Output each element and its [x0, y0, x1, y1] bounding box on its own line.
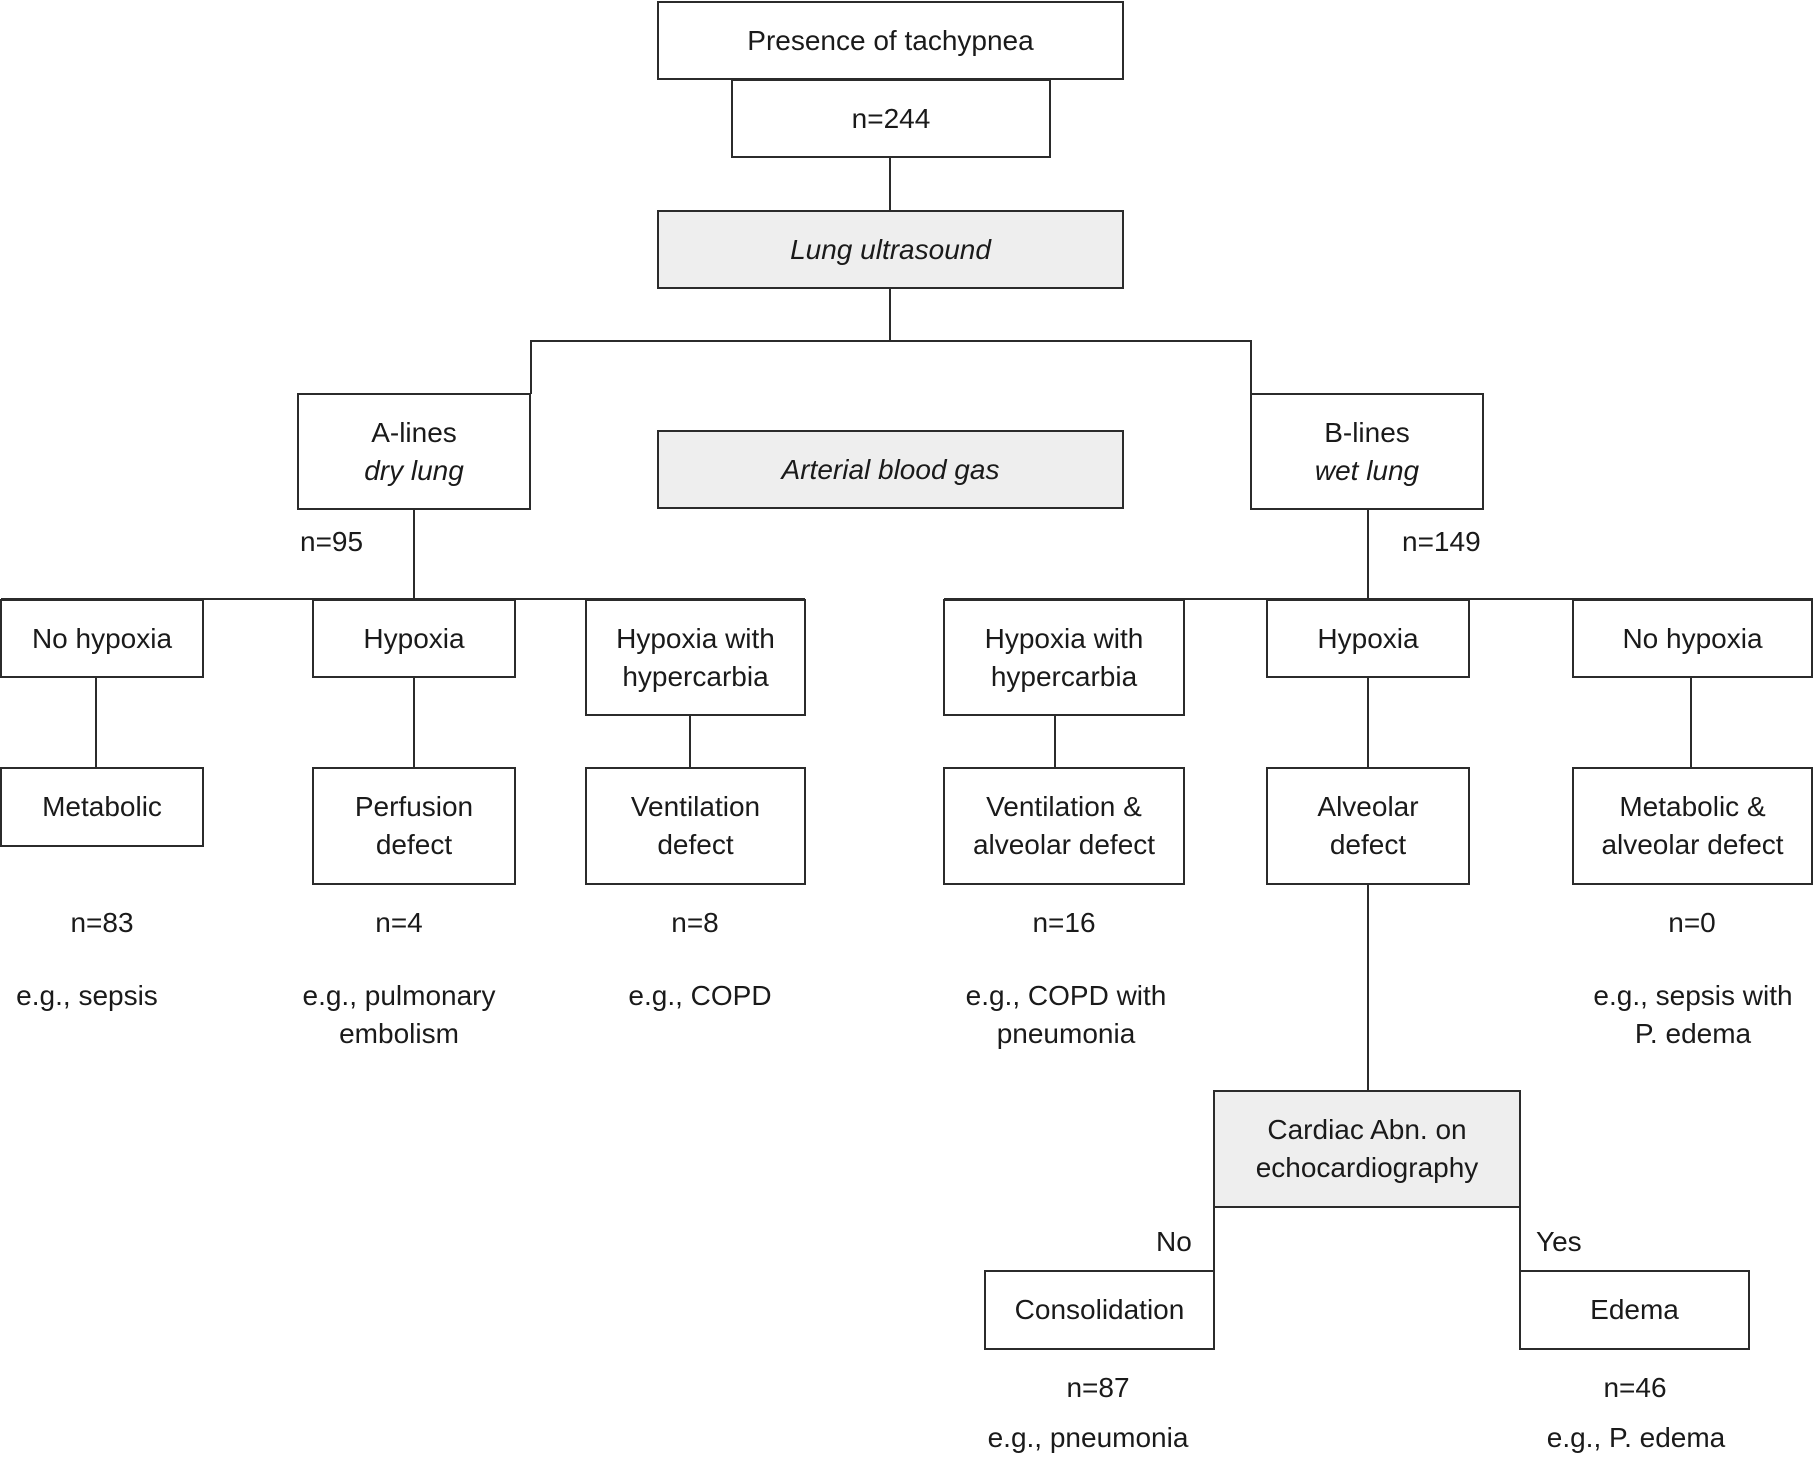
consolidation-box: Consolidation [984, 1270, 1215, 1350]
example-line1: e.g., pulmonary [302, 980, 496, 1011]
example-metabolic: e.g., sepsis [16, 977, 158, 1015]
defect-label-line1: Perfusion [354, 791, 474, 822]
state-hypercarbia-dry: Hypoxia with hypercarbia [585, 599, 806, 716]
count-ventilation: n=8 [671, 907, 719, 938]
b-lines-label: B-lines [1324, 416, 1410, 448]
defect-label-line2: defect [1329, 829, 1407, 860]
connector-split-dry-wet [530, 340, 1252, 394]
example-edema: e.g., P. edema [1546, 1422, 1726, 1453]
b-lines-box: B-lines wet lung [1250, 393, 1484, 510]
example-ventilation: e.g., COPD [628, 977, 771, 1015]
example-ventilation-alveolar: e.g., COPD with pneumonia [966, 977, 1167, 1053]
lung-ultrasound-box: Lung ultrasound [657, 210, 1124, 289]
state-label-line2: hypercarbia [622, 660, 769, 692]
defect-metabolic-alveolar: Metabolic & alveolar defect [1572, 767, 1813, 885]
defect-label-line1: Ventilation [630, 791, 761, 822]
defect-metabolic: Metabolic [0, 767, 204, 847]
state-label: No hypoxia [31, 622, 173, 654]
example-line2: pneumonia [996, 1018, 1136, 1049]
edema-box: Edema [1519, 1270, 1750, 1350]
echocardiography-box: Cardiac Abn. on echocardiography [1213, 1090, 1521, 1208]
dry-lung-label: dry lung [364, 454, 464, 486]
defect-ventilation: Ventilation defect [585, 767, 806, 885]
example-consolidation: e.g., pneumonia [987, 1422, 1189, 1453]
defect-label-line2: defect [375, 829, 453, 860]
example-metabolic-alveolar: e.g., sepsis with P. edema [1593, 977, 1792, 1053]
a-lines-count: n=95 [300, 526, 364, 557]
example-line1: e.g., COPD with [965, 980, 1167, 1011]
state-hypercarbia-wet: Hypoxia with hypercarbia [943, 599, 1185, 716]
state-no-hypoxia-dry: No hypoxia [0, 599, 204, 678]
example-line2: embolism [339, 1018, 459, 1049]
count-metabolic-alveolar: n=0 [1668, 907, 1716, 938]
defect-label-line2: alveolar defect [972, 829, 1156, 860]
defect-label-line1: Metabolic & [1619, 791, 1766, 822]
state-label: Hypoxia [1317, 622, 1419, 654]
lung-ultrasound-label: Lung ultrasound [790, 233, 991, 265]
count-ventilation-alveolar: n=16 [1032, 907, 1096, 938]
defect-label-line1: Alveolar [1317, 791, 1419, 822]
defect-alveolar: Alveolar defect [1266, 767, 1470, 885]
defect-label-line1: Ventilation & [986, 791, 1142, 822]
count-edema: n=46 [1603, 1372, 1667, 1403]
count-consolidation: n=87 [1066, 1372, 1130, 1403]
defect-label-line2: defect [657, 829, 734, 860]
defect-label: Metabolic [42, 791, 162, 822]
arterial-blood-gas-label: Arterial blood gas [781, 453, 1000, 485]
a-lines-label: A-lines [371, 416, 457, 448]
b-lines-count: n=149 [1402, 526, 1481, 557]
state-hypoxia-wet: Hypoxia [1266, 599, 1470, 678]
defect-ventilation-alveolar: Ventilation & alveolar defect [943, 767, 1185, 885]
example-line1: e.g., sepsis with [1593, 980, 1793, 1011]
example-line2: P. edema [1634, 1018, 1752, 1049]
count-perfusion: n=4 [375, 907, 423, 938]
example-perfusion: e.g., pulmonary embolism [303, 977, 496, 1053]
example-line1: e.g., COPD [628, 980, 772, 1011]
echocardiography-label-line1: Cardiac Abn. on [1267, 1114, 1467, 1145]
state-label: No hypoxia [1622, 622, 1763, 654]
state-no-hypoxia-wet: No hypoxia [1572, 599, 1813, 678]
root-title: Presence of tachypnea [747, 24, 1034, 56]
root-box: Presence of tachypnea [657, 1, 1124, 80]
state-label-line2: hypercarbia [990, 660, 1138, 692]
arterial-blood-gas-box: Arterial blood gas [657, 430, 1124, 509]
edema-label: Edema [1590, 1294, 1679, 1325]
count-metabolic: n=83 [70, 907, 134, 938]
wet-lung-label: wet lung [1314, 454, 1420, 486]
a-lines-box: A-lines dry lung [297, 393, 531, 510]
defect-label-line2: alveolar defect [1601, 829, 1784, 860]
state-label-line1: Hypoxia with [616, 622, 775, 654]
defect-perfusion: Perfusion defect [312, 767, 516, 885]
echocardiography-label-line2: echocardiography [1255, 1152, 1479, 1183]
echo-answer-no: No [1156, 1226, 1192, 1257]
state-hypoxia-dry: Hypoxia [312, 599, 516, 678]
state-label-line1: Hypoxia with [984, 622, 1144, 654]
echo-answer-yes: Yes [1536, 1226, 1582, 1257]
consolidation-label: Consolidation [1014, 1294, 1185, 1325]
example-line1: e.g., sepsis [16, 980, 158, 1011]
root-count-box: n=244 [731, 79, 1051, 158]
state-label: Hypoxia [363, 622, 465, 654]
root-count: n=244 [851, 102, 931, 134]
